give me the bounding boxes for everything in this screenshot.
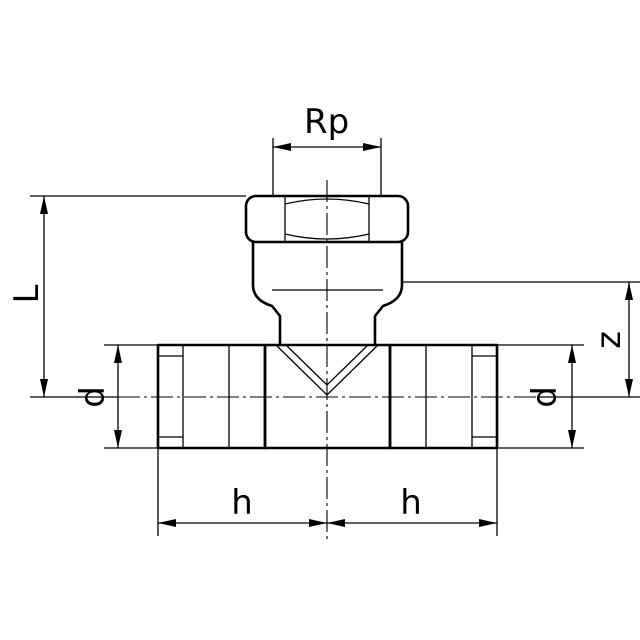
center-lines: [118, 180, 538, 540]
label-h-left: h: [231, 483, 253, 523]
inner-cone: [275, 344, 379, 396]
label-rp: Rp: [304, 102, 349, 142]
right-socket: [388, 343, 499, 450]
branch-neck: [251, 242, 404, 345]
tee-body: [156, 194, 499, 450]
dimension-l: [30, 195, 246, 398]
dimension-d-right: [497, 344, 584, 449]
label-l: L: [7, 284, 47, 303]
dimension-rp: [272, 138, 382, 196]
dimension-h: [157, 448, 498, 536]
left-socket: [156, 343, 267, 450]
label-z: z: [589, 331, 629, 349]
hex-nut: [244, 194, 410, 244]
dimension-z: [402, 281, 640, 398]
label-h-right: h: [400, 483, 422, 523]
label-d-left: d: [73, 386, 113, 408]
dimension-d-left: [104, 344, 158, 449]
label-d-right: d: [525, 386, 565, 408]
hex-nut-chamfer: [284, 198, 370, 240]
